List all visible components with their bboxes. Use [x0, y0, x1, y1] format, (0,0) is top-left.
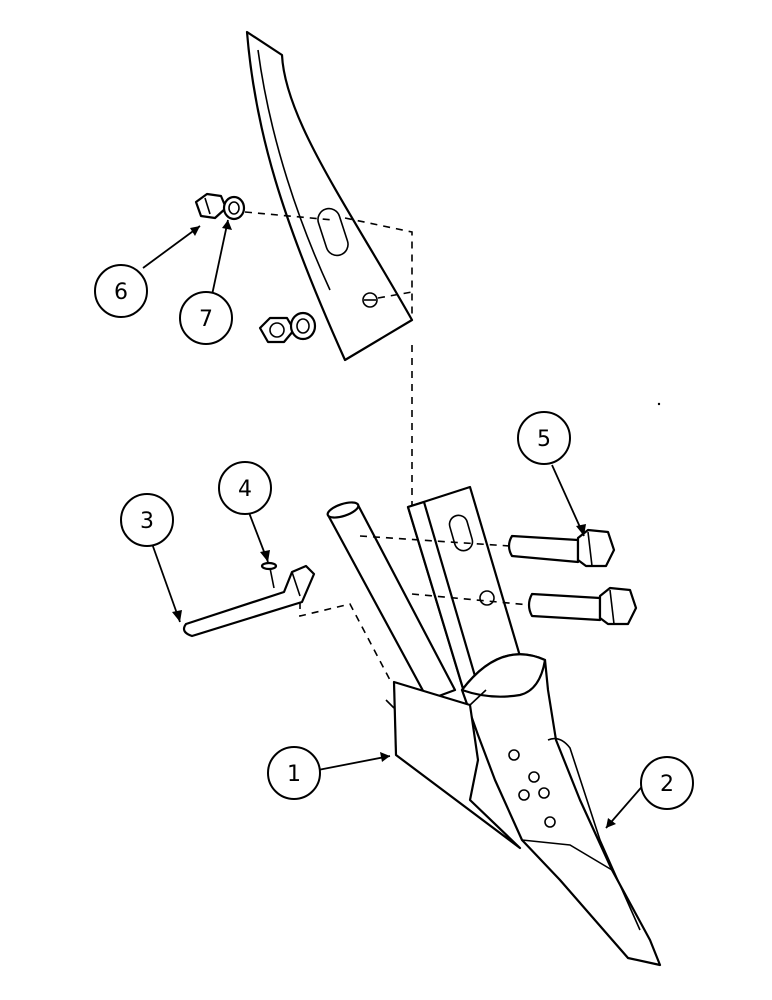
pin-alignment-line: [299, 602, 391, 681]
callout-label-6: 6: [114, 280, 128, 305]
callout-balloon-6: 6: [94, 264, 148, 318]
callout-balloon-2: 2: [640, 756, 694, 810]
point-shovel: [460, 653, 662, 967]
callout-balloon-7: 7: [179, 291, 233, 345]
callout-balloon-3: 3: [120, 493, 174, 547]
callout-label-2: 2: [660, 772, 674, 797]
callout-label-4: 4: [238, 477, 252, 502]
bar-slot: [448, 514, 474, 552]
hex-nut-lower: [258, 316, 296, 344]
shovel-hole-5: [544, 816, 556, 828]
shovel-hole-4: [538, 787, 550, 799]
hex-nut-upper: [194, 192, 228, 220]
small-pin: [260, 561, 278, 589]
callout-label-3: 3: [140, 509, 154, 534]
spring-pin: [182, 564, 316, 638]
shovel-hole-3: [518, 789, 530, 801]
shovel-hole-1: [508, 749, 520, 761]
callout-label-7: 7: [199, 307, 213, 332]
bolt-alignment-lines: [359, 535, 531, 606]
lock-washer-lower: [289, 311, 317, 341]
callout-balloon-4: 4: [218, 461, 272, 515]
curved-shank: [245, 30, 414, 362]
lock-washer-upper: [222, 195, 246, 221]
deflector-plate: [385, 680, 522, 850]
callout-balloon-5: 5: [517, 411, 571, 465]
shovel-hole-2: [528, 771, 540, 783]
shank-hole: [362, 292, 378, 308]
callout-balloon-1: 1: [267, 746, 321, 800]
callout-label-5: 5: [537, 427, 551, 452]
bar-hole: [479, 590, 495, 606]
tube-rod: [326, 501, 457, 702]
shank-slot: [317, 207, 349, 257]
bolt-lower: [527, 586, 638, 626]
speck: [657, 402, 661, 406]
callout-label-1: 1: [287, 762, 301, 787]
leader-lines: [142, 219, 647, 829]
bolt-upper: [507, 528, 616, 568]
upper-alignment-lines: [244, 211, 413, 505]
